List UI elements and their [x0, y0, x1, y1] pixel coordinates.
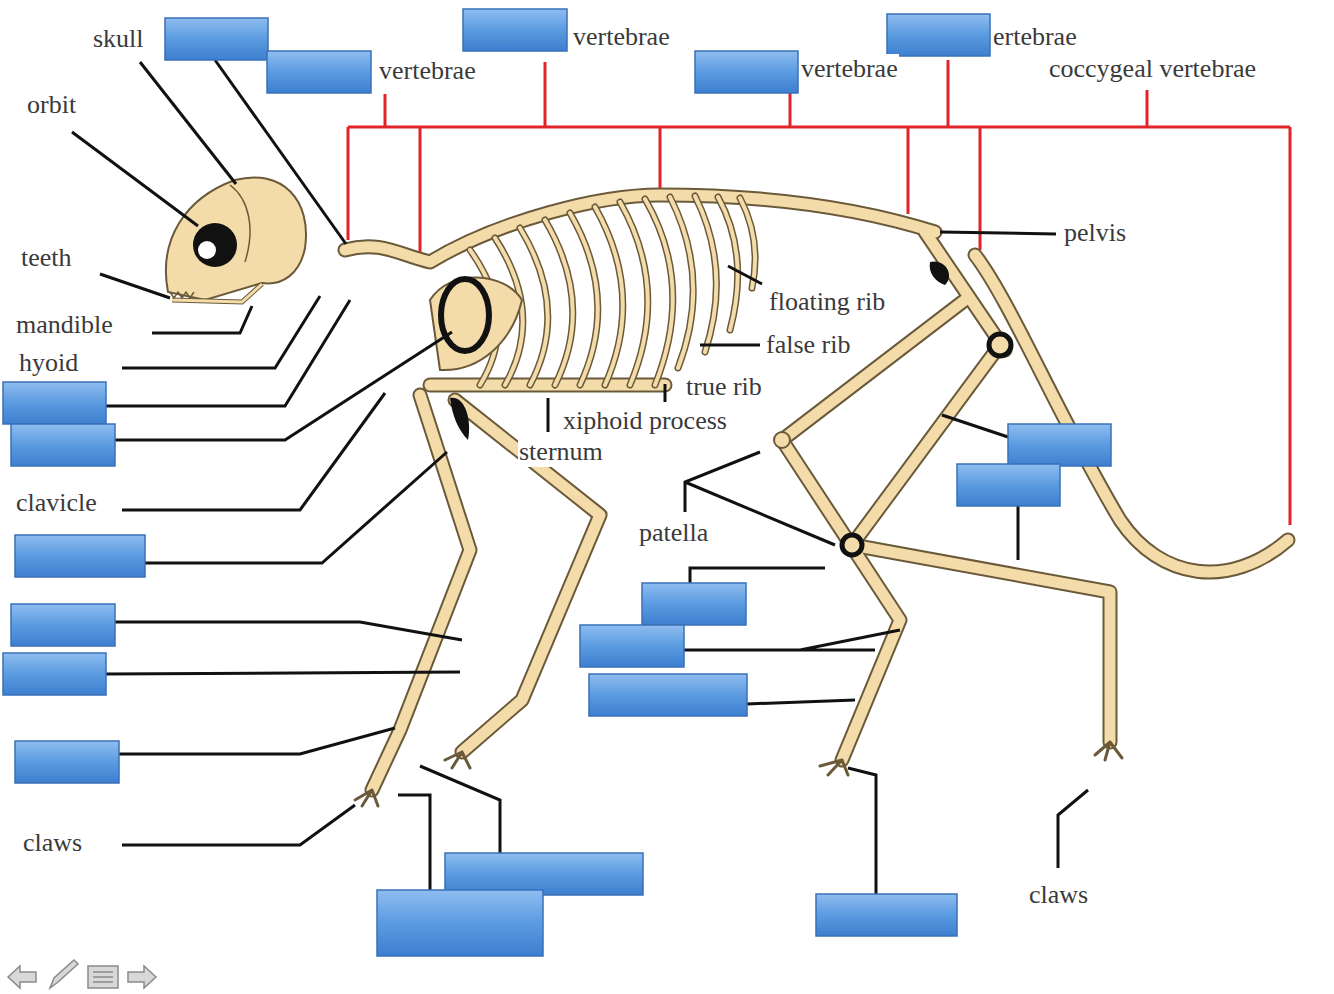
part-label: sternum	[518, 437, 604, 467]
slide-nav-icons	[8, 960, 156, 988]
part-label: claws	[22, 828, 83, 858]
part-label: claws	[1028, 880, 1089, 910]
part-label: clavicle	[15, 488, 98, 518]
part-label: pelvis	[1063, 218, 1127, 248]
part-label: orbit	[26, 90, 77, 120]
blank-label-boxes	[3, 9, 1111, 956]
part-label: vertebrae	[800, 54, 899, 84]
part-label: coccygeal vertebrae	[1048, 54, 1257, 84]
part-label: patella	[638, 518, 709, 548]
part-label: floating rib	[768, 287, 886, 317]
part-label: mandible	[15, 310, 114, 340]
skeleton	[166, 177, 1288, 806]
part-label: false rib	[765, 330, 851, 360]
part-label: true rib	[685, 372, 763, 402]
part-label: teeth	[20, 243, 73, 273]
leader-lines	[72, 60, 1088, 894]
part-label: ertebrae	[992, 22, 1078, 52]
part-label: vertebrae	[572, 22, 671, 52]
part-label: skull	[92, 24, 145, 54]
vertebrae-bracket	[348, 60, 1290, 525]
part-label: hyoid	[18, 348, 79, 378]
part-label: vertebrae	[378, 56, 477, 86]
part-label: xiphoid process	[562, 406, 728, 436]
